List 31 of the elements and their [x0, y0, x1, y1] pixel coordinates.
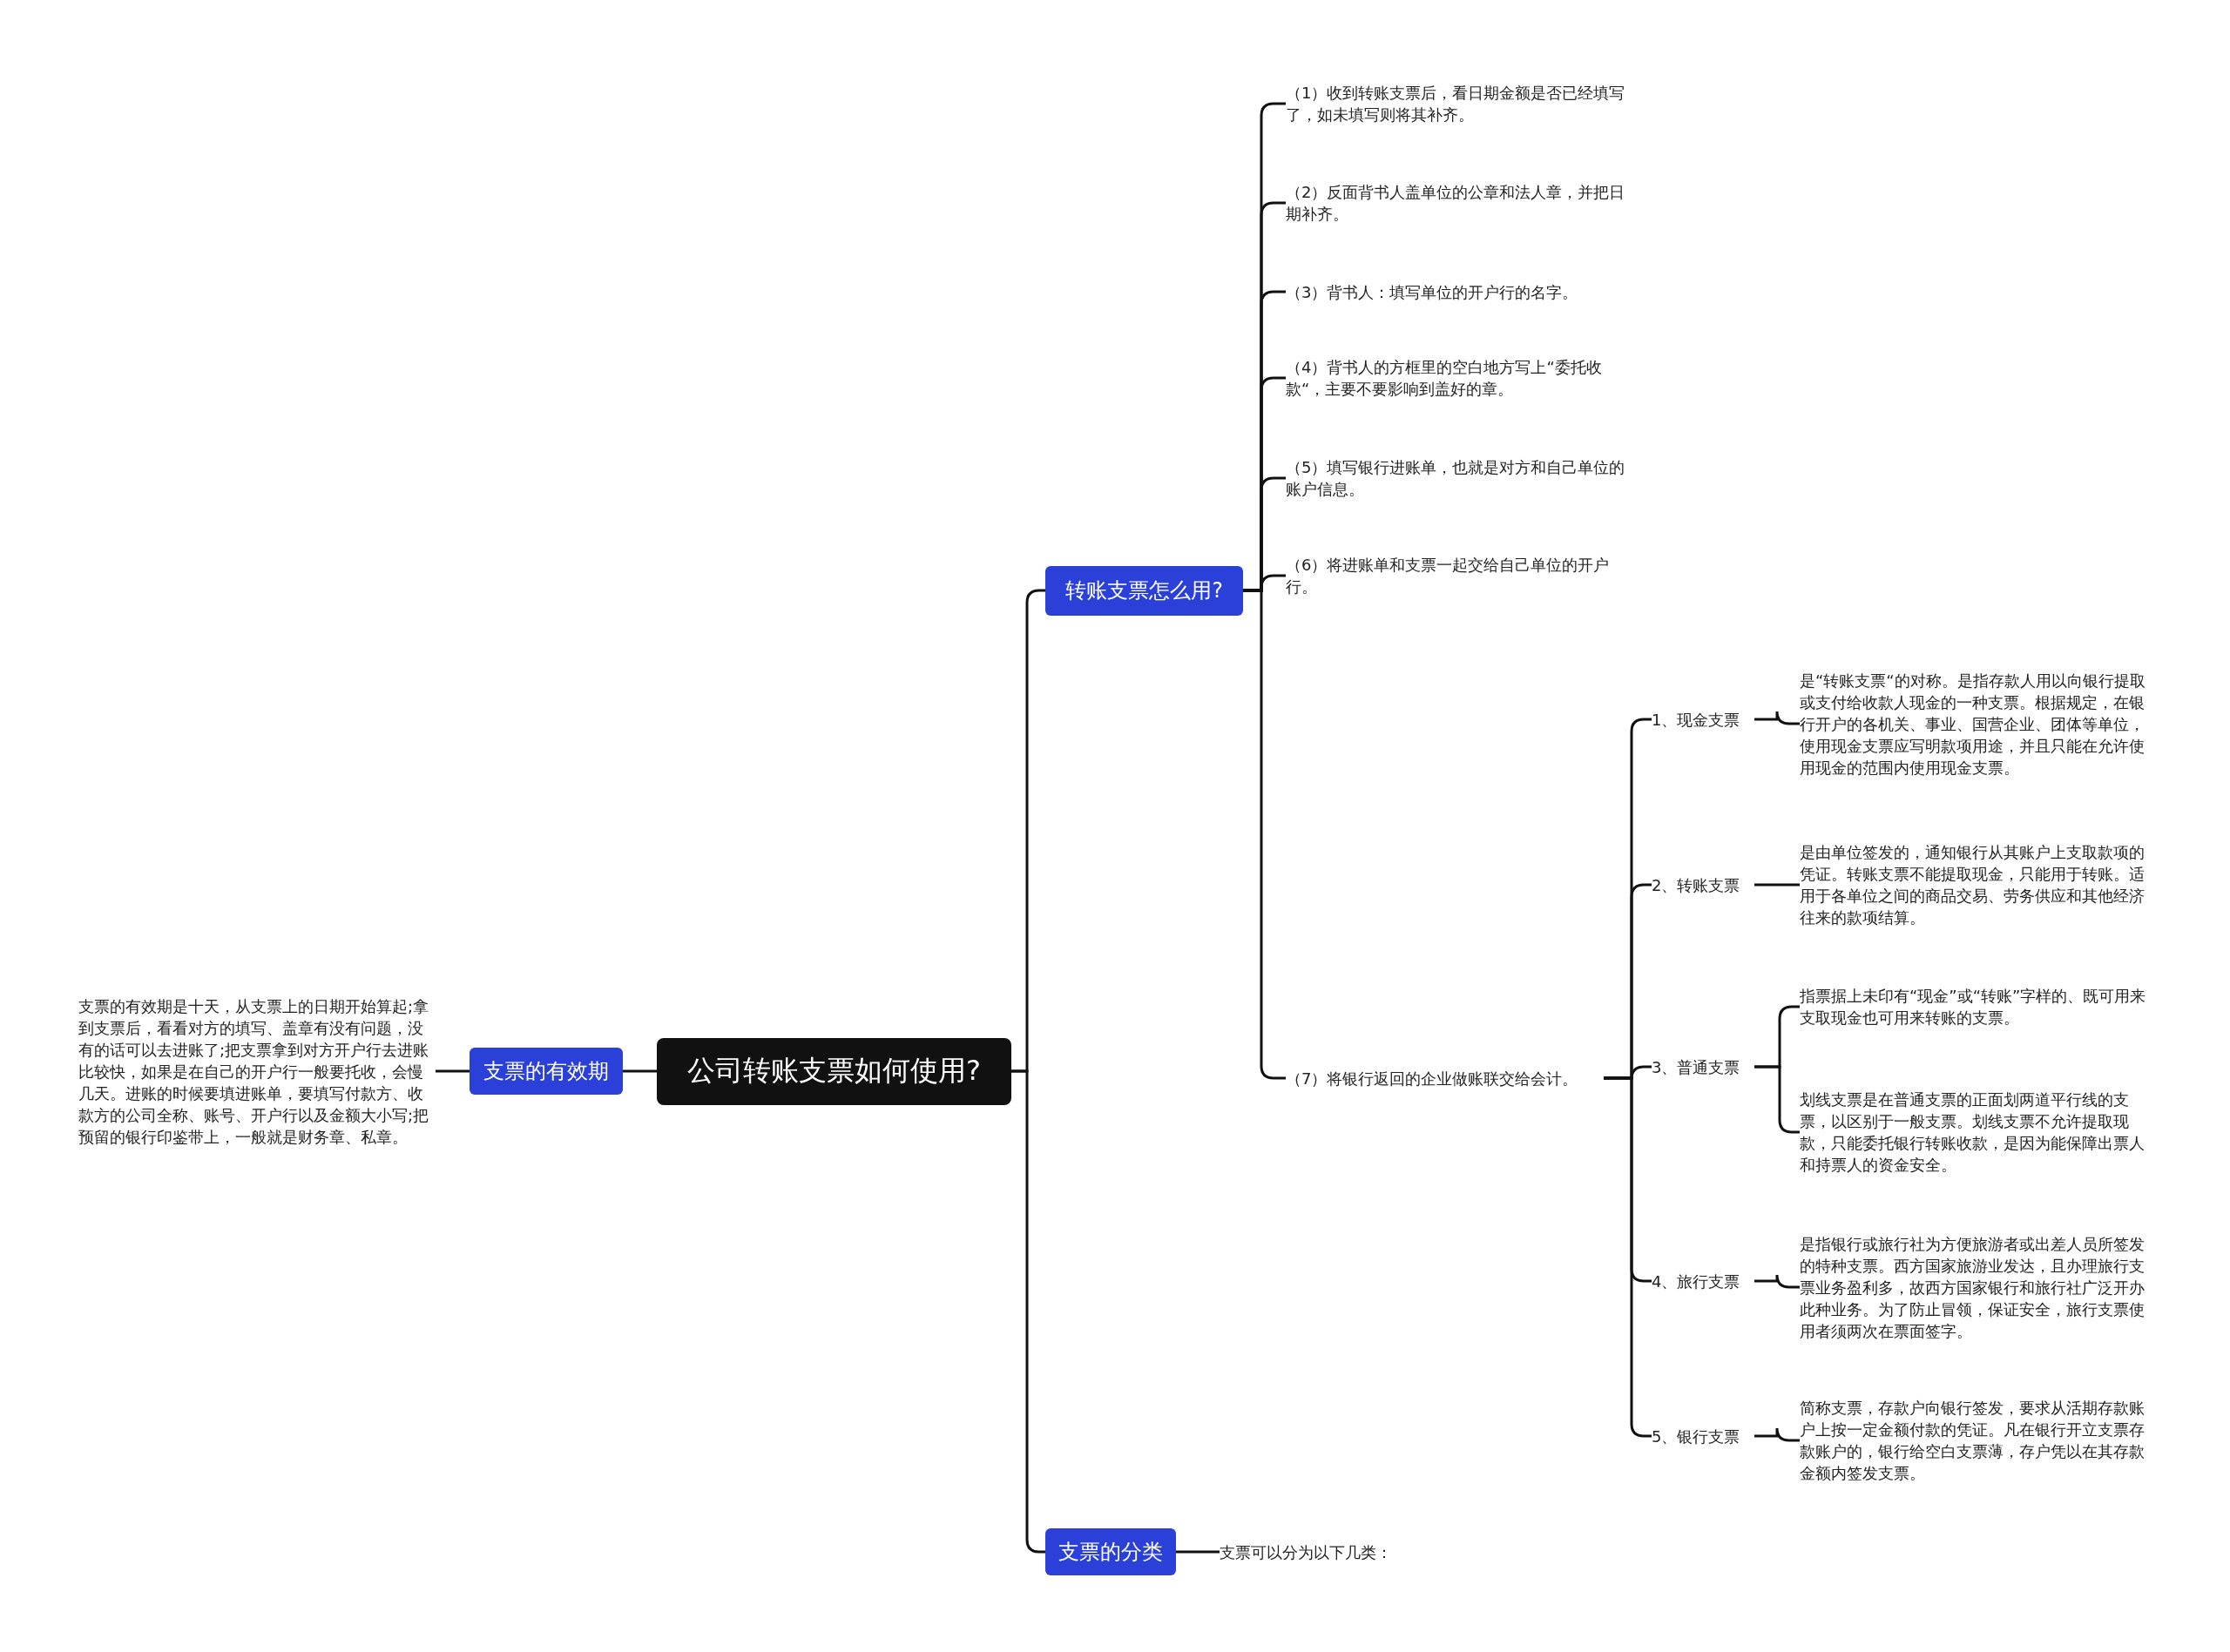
note-text: 是由单位签发的，通知银行从其账户上支取款项的凭证。转账支票不能提取现金，只能用于转账。适用于各单位之间的商品交易、劳务供应和其他经济往来的款项结算。	[1800, 842, 2146, 928]
note-text: （4）背书人的方框里的空白地方写上“委托收款“，主要不要影响到盖好的章。	[1286, 357, 1603, 400]
connector-line	[1176, 1550, 1220, 1554]
branch-topic-box: 支票的分类	[1045, 1528, 1176, 1575]
branch-topic-box: 转账支票怎么用?	[1045, 565, 1243, 616]
connector-line	[1754, 1426, 1800, 1442]
connector-line	[1754, 1273, 1800, 1289]
note-text: （2）反面背书人盖单位的公章和法人章，并把日期补齐。	[1286, 182, 1626, 225]
note-text: （3）背书人：填写单位的开户行的名字。	[1286, 281, 1578, 303]
note-text: 指票据上未印有“现金”或“转账”字样的、既可用来支取现金也可用来转账的支票。	[1800, 986, 2147, 1028]
connector-line	[1754, 883, 1800, 887]
note-text: （7）将银行返回的企业做账联交给会计。	[1286, 1068, 1578, 1089]
note-text: 是“转账支票“的对称。是指存款人用以向银行提取或支付给收款人现金的一种支票。根据规定，在银行开户的各机关、事业、国营企业、团体等单位，使用现金支票应写明款项用途，并且只能在允许使用现金的范围内使用现金支票。	[1800, 670, 2146, 779]
note-text: 3、普通支票	[1652, 1056, 1740, 1078]
branch-topic-box: 支票的有效期	[470, 1048, 623, 1095]
note-text: 是指银行或旅行社为方便旅游者或出差人员所签发的特种支票。西方国家旅游业发达，且办理旅行支票业务盈利多，故西方国家银行和旅行社广泛开办此种业务。为了防止冒领，保证安全，旅行支票使用者须两次在票面签字。	[1800, 1233, 2146, 1342]
note-text: （5）填写银行进账单，也就是对方和自己单位的账户信息。	[1286, 457, 1626, 500]
connector-line	[1754, 710, 1800, 725]
note-text: （1）收到转账支票后，看日期金额是否已经填写了，如未填写则将其补齐。	[1286, 83, 1626, 125]
note-text: 支票可以分为以下几类：	[1220, 1541, 1392, 1563]
note-text: 1、现金支票	[1652, 709, 1740, 731]
note-text: 支票的有效期是十天，从支票上的日期开始算起;拿到支票后，看看对方的填写、盖章有没有问题，没有的话可以去进账了;把支票拿到对方开户行去进账比较快，如果是在自己的开户行一般要托收，会慢几天。进账的时候要填进账单，要填写付款方、收款方的公司全称、账号、开户行以及金额大小写;把预留的银行印鉴带上，一般就是财务章、私章。	[78, 995, 430, 1148]
note-text: 划线支票是在普通支票的正面划两道平行线的支票，以区别于一般支票。划线支票不允许提取现款，只能委托银行转账收款，是因为能保障出票人和持票人的资金安全。	[1800, 1089, 2146, 1176]
note-text: （6）将进账单和支票一起交给自己单位的开户行。	[1286, 555, 1611, 597]
connector-line	[623, 1069, 657, 1073]
note-text: 简称支票，存款户向银行签发，要求从活期存款账户上按一定金额付款的凭证。凡在银行开立支票存款账户的，银行给空白支票薄，存户凭以在其存款金额内签发支票。	[1800, 1398, 2146, 1484]
note-text: 2、转账支票	[1652, 874, 1740, 896]
note-text: 5、银行支票	[1652, 1426, 1740, 1447]
connector-line	[436, 1069, 470, 1073]
central-topic-box: 公司转账支票如何使用?	[657, 1037, 1011, 1105]
note-text: 4、旅行支票	[1652, 1271, 1740, 1292]
